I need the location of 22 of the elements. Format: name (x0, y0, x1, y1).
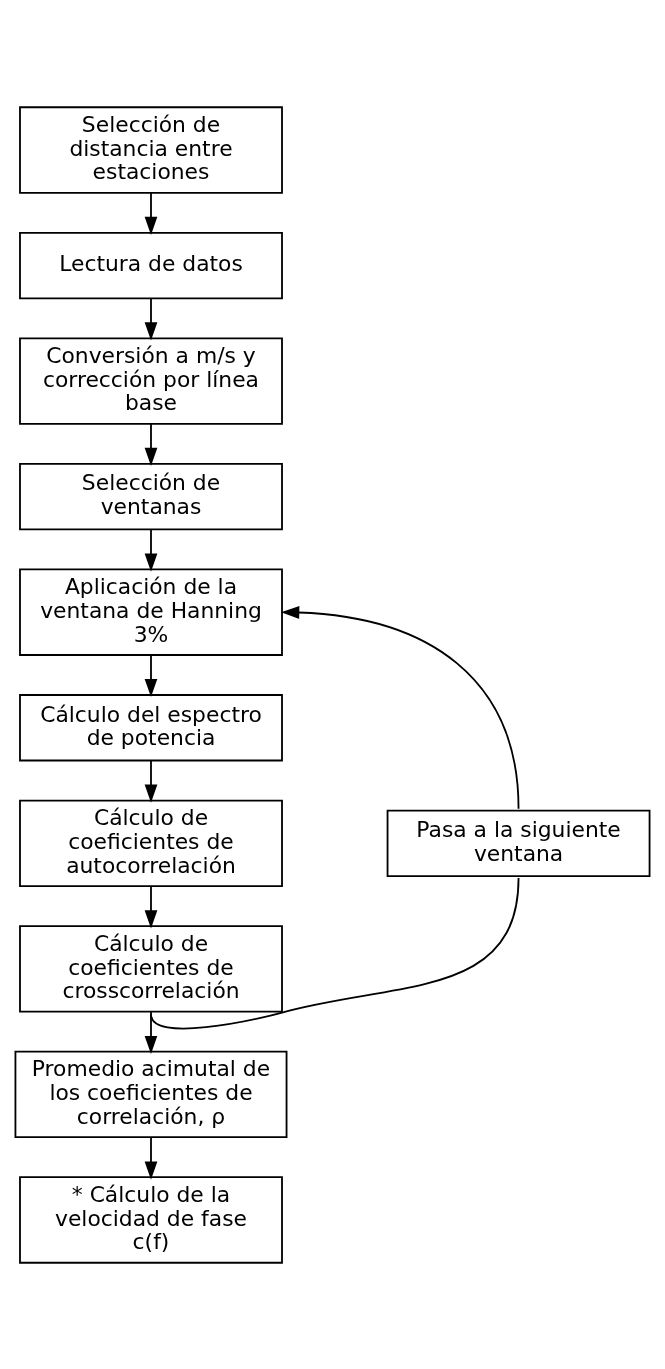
arrow (144, 528, 158, 572)
node-box: Conversión a m/s y corrección por línea base (19, 336, 283, 425)
node-box: Selección de distancia entre estaciones (19, 105, 283, 194)
arrow (144, 1136, 158, 1180)
arrow (144, 653, 158, 697)
node-box: Cálculo del espectro de potencia (19, 693, 283, 761)
node-box: * Cálculo de la velocidad de fase c(f) (19, 1175, 283, 1264)
arrow (144, 297, 158, 341)
arrow (144, 191, 158, 235)
arrow (144, 885, 158, 929)
node-box: Promedio acimutal de los coeficientes de correlación, ρ (14, 1050, 288, 1138)
node-box: Cálculo de coeficientes de autocorrelación (19, 799, 283, 887)
arrow (281, 605, 520, 810)
node-box: Pasa a la siguiente ventana (386, 809, 651, 877)
node-box: Selección de ventanas (19, 462, 283, 530)
arrow (144, 759, 158, 803)
node-box: Aplicación de la ventana de Hanning 3% (19, 568, 283, 656)
node-box: Lectura de datos (19, 231, 283, 299)
arrow (144, 422, 158, 466)
connector (150, 876, 520, 1029)
node-box: Cálculo de coeficientes de crosscorrelación (19, 924, 283, 1013)
arrow (144, 1010, 158, 1054)
